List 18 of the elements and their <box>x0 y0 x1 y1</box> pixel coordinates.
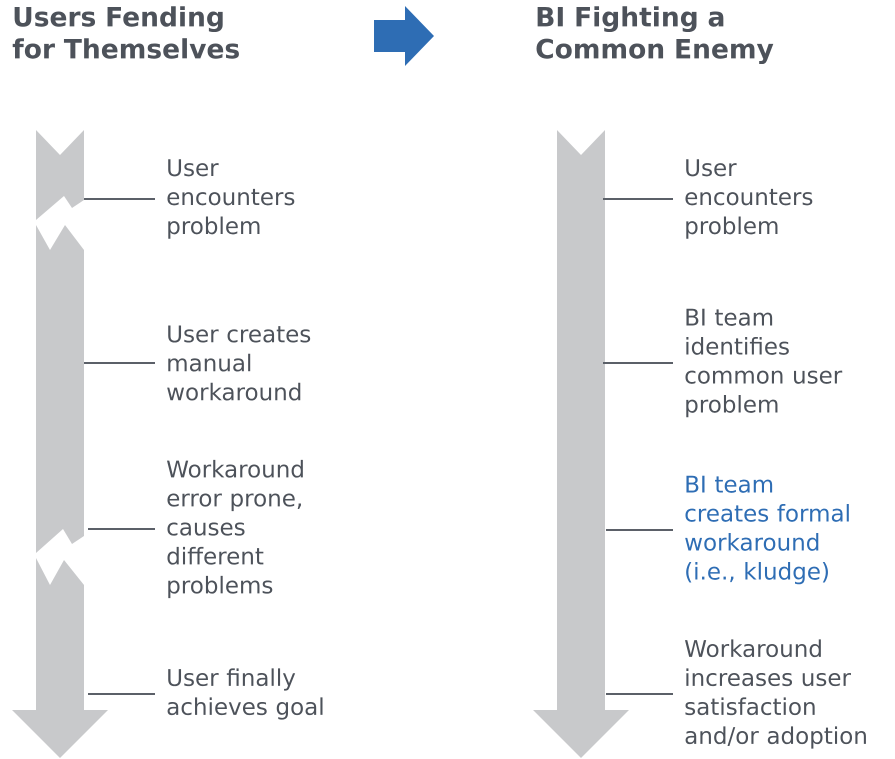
step-text: BI team creates formal workaround (i.e., kludge) <box>685 476 849 584</box>
step-text: User encounters problem <box>167 159 294 239</box>
heading: Users Fending for Themselves <box>12 6 239 59</box>
leader-line <box>88 693 155 695</box>
leader-line <box>603 362 673 364</box>
leader-line <box>606 529 673 531</box>
step-text: BI team identifies common user problem <box>685 308 842 418</box>
step-text: Workaround increases user satisfaction and/or adoption <box>684 639 866 749</box>
step-text: User encounters problem <box>685 159 812 239</box>
heading: BI Fighting a Common Enemy <box>536 6 774 64</box>
step-text: User finally achieves goal <box>168 668 322 720</box>
leader-line <box>84 198 155 200</box>
step-text: User creates manual workaround <box>167 325 310 401</box>
leader-line <box>84 362 155 364</box>
step-text: Workaround error prone, causes different problems <box>166 460 303 598</box>
leader-line <box>603 198 673 200</box>
leader-line <box>606 693 673 695</box>
leader-line <box>88 528 155 530</box>
